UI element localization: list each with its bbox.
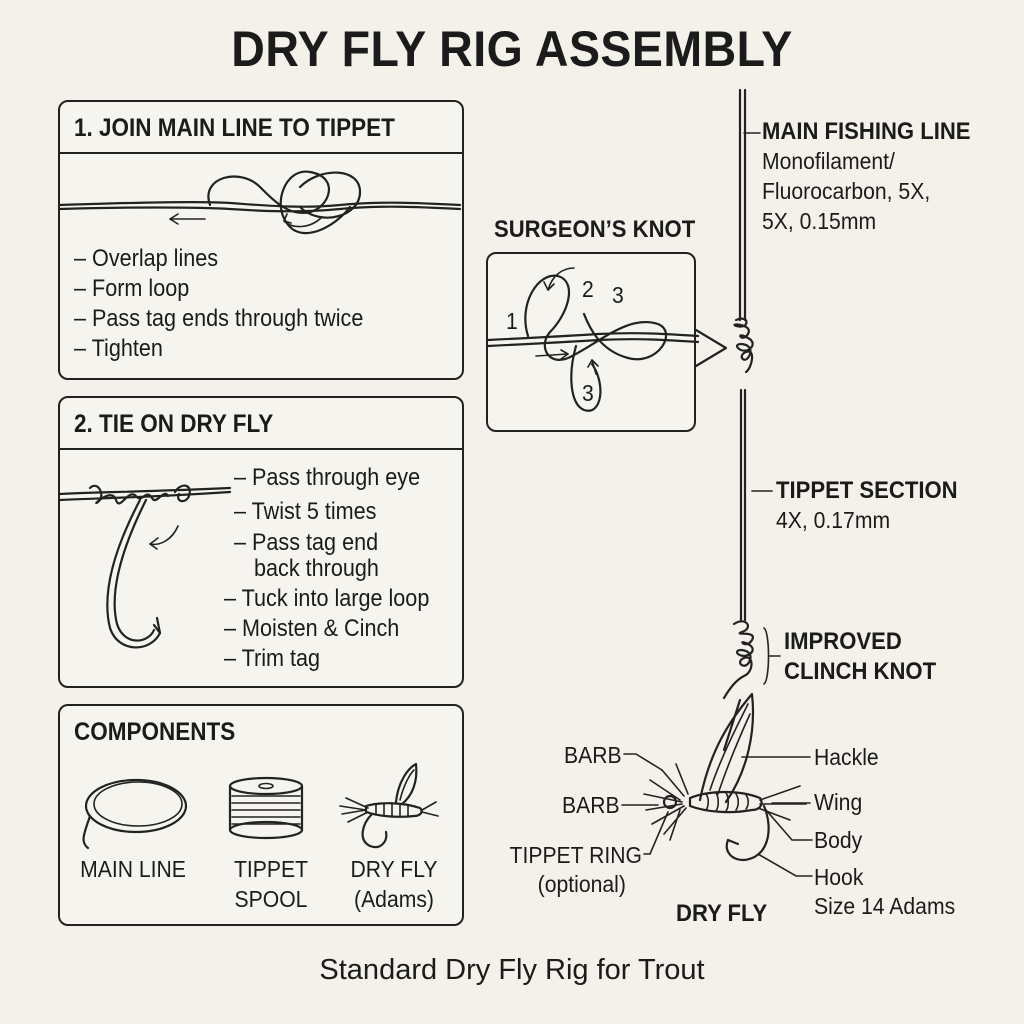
footer-caption: Standard Dry Fly Rig for Trout	[319, 954, 705, 986]
step-text: – Moisten & Cinch	[224, 615, 400, 642]
main-line-illustration	[722, 88, 754, 700]
component-label: (Adams)	[354, 886, 434, 912]
panel-divider	[60, 448, 462, 450]
surgeons-knot-illustration	[486, 267, 700, 412]
component-label: TIPPET	[233, 856, 309, 882]
panel-title: COMPONENTS	[74, 718, 236, 746]
step-text: – Tuck into large loop	[224, 585, 430, 612]
panel-components: COMPONENTS MAIN LINE TIPPET SPOOL DRY FL…	[58, 704, 464, 926]
surgeons-knot-title: SURGEON’S KNOT	[494, 216, 696, 243]
step-text: – Trim tag	[224, 645, 321, 672]
leader-line	[771, 802, 811, 804]
callout-pointer	[694, 328, 728, 368]
tippet-title: TIPPET SECTION	[776, 477, 958, 504]
component-label: MAIN LINE	[80, 856, 186, 882]
leader-tick	[743, 132, 761, 134]
knot-step-number: 1	[506, 308, 518, 334]
spool-icon	[228, 776, 304, 840]
leader-bracket	[763, 627, 781, 685]
clinch-knot-title: IMPROVED	[784, 628, 902, 655]
main-line-spec: 5X, 0.15mm	[762, 208, 877, 234]
fly-label-wing: Wing	[814, 789, 863, 815]
step-text: – Twist 5 times	[234, 498, 377, 525]
leader-line	[623, 753, 663, 771]
main-line-spec: Fluorocarbon, 5X,	[762, 178, 931, 204]
leader-tick	[751, 490, 773, 492]
fly-label-barb: BARB	[562, 792, 620, 818]
main-line-title: MAIN FISHING LINE	[762, 118, 971, 145]
fly-label-tippet-ring-note: (optional)	[537, 871, 626, 897]
dry-fly-icon	[339, 762, 439, 849]
step-text: – Pass through eye	[234, 464, 421, 491]
component-label: DRY FLY	[350, 856, 438, 882]
surgeons-knot-panel: 1 2 3 3	[486, 252, 700, 432]
knot-step-number: 3	[582, 380, 594, 406]
leader-line	[757, 853, 813, 877]
panel-title: 2. TIE ON DRY FLY	[74, 410, 274, 438]
step-text: – Pass tag ends through twice	[74, 305, 364, 332]
clinch-knot-title: CLINCH KNOT	[784, 658, 937, 685]
dry-fly-caption: DRY FLY	[676, 900, 768, 927]
panel-title: 1. JOIN MAIN LINE TO TIPPET	[74, 114, 395, 142]
step-text: – Form loop	[74, 275, 190, 302]
component-label: SPOOL	[234, 886, 308, 912]
panel-join-main-line: 1. JOIN MAIN LINE TO TIPPET – Overlap li…	[58, 100, 464, 380]
leader-line	[741, 756, 811, 758]
dry-fly-illustration	[643, 692, 807, 862]
leader-line	[643, 811, 669, 855]
panel-divider	[60, 152, 462, 154]
knot-step-number: 2	[582, 276, 594, 302]
page-title: DRY FLY RIG ASSEMBLY	[231, 21, 793, 77]
leader-line	[765, 809, 813, 841]
overlap-knot-illustration	[58, 170, 462, 235]
knot-step-number: 3	[612, 282, 624, 308]
tippet-spec: 4X, 0.17mm	[776, 507, 891, 533]
main-line-spec: Monofilament/	[762, 148, 895, 174]
fly-label-hackle: Hackle	[814, 744, 879, 770]
fly-label-hook: Hook	[814, 864, 864, 890]
fly-label-tippet-ring: TIPPET RING	[509, 842, 642, 868]
fly-label-body: Body	[814, 827, 863, 853]
panel-tie-dry-fly: 2. TIE ON DRY FLY – Pass through eye – T…	[58, 396, 464, 688]
fly-label-hook-size: Size 14 Adams	[814, 893, 956, 919]
step-text: – Tighten	[74, 335, 163, 362]
coiled-line-icon	[82, 778, 188, 850]
clinch-knot-hook-illustration	[58, 484, 232, 649]
leader-line	[621, 804, 659, 806]
step-text: – Pass tag end	[234, 529, 379, 556]
step-text: – Overlap lines	[74, 245, 219, 272]
fly-label-barb: BARB	[564, 742, 622, 768]
step-text: back through	[254, 555, 379, 582]
